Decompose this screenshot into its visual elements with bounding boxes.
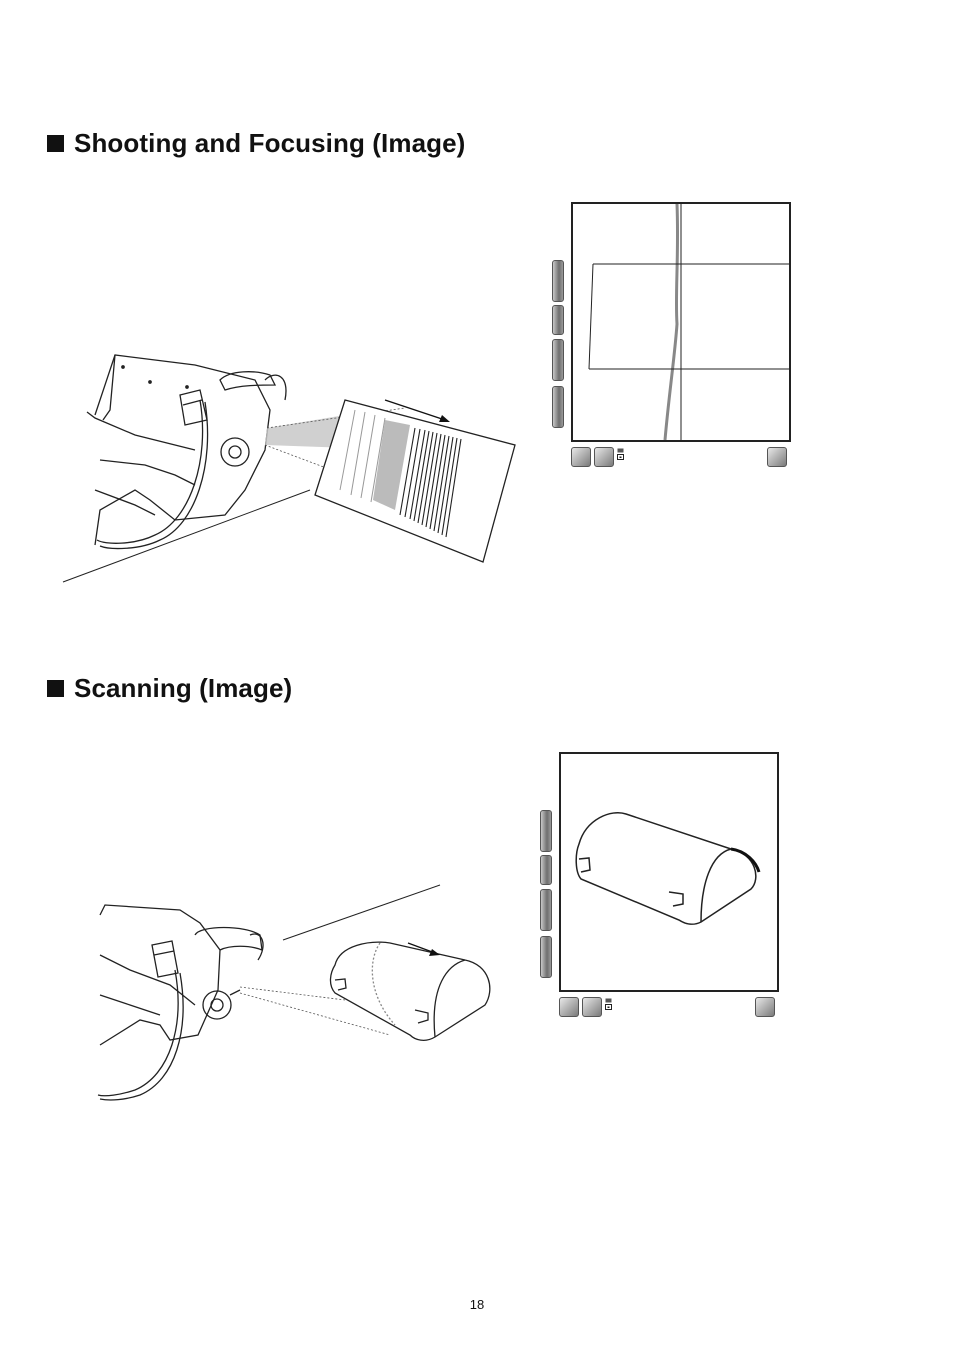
page-number: 18 [0, 1297, 954, 1312]
section-title: Shooting and Focusing (Image) [74, 128, 465, 159]
sonar-image-display [561, 754, 777, 990]
layout-icon[interactable] [617, 448, 625, 460]
section-heading-shooting: Shooting and Focusing (Image) [47, 128, 465, 159]
section-title: Scanning (Image) [74, 673, 292, 704]
zoom-out-side-button[interactable] [552, 339, 564, 381]
delete-icon[interactable] [755, 997, 775, 1017]
square-bullet-icon [47, 680, 64, 697]
sonar-image-display [573, 204, 789, 440]
sonar-screen-shooting [571, 202, 791, 442]
focus-icon[interactable] [582, 997, 602, 1017]
sonar-screen-scanning [559, 752, 779, 992]
scroll-up-icon[interactable] [540, 810, 552, 852]
sonar-scanning-illustration [90, 875, 500, 1105]
scroll-down-icon[interactable] [552, 386, 564, 428]
focus-icon[interactable] [594, 447, 614, 467]
square-bullet-icon [47, 135, 64, 152]
delete-icon[interactable] [767, 447, 787, 467]
zoom-icon[interactable] [571, 447, 591, 467]
zoom-out-side-button[interactable] [540, 889, 552, 931]
scroll-down-icon[interactable] [540, 936, 552, 978]
layout-icon[interactable] [605, 998, 613, 1010]
zoom-in-side-button[interactable] [540, 855, 552, 885]
zoom-icon[interactable] [559, 997, 579, 1017]
sonar-shooting-illustration [55, 340, 535, 590]
section-heading-scanning: Scanning (Image) [47, 673, 292, 704]
zoom-in-side-button[interactable] [552, 305, 564, 335]
scroll-up-icon[interactable] [552, 260, 564, 302]
